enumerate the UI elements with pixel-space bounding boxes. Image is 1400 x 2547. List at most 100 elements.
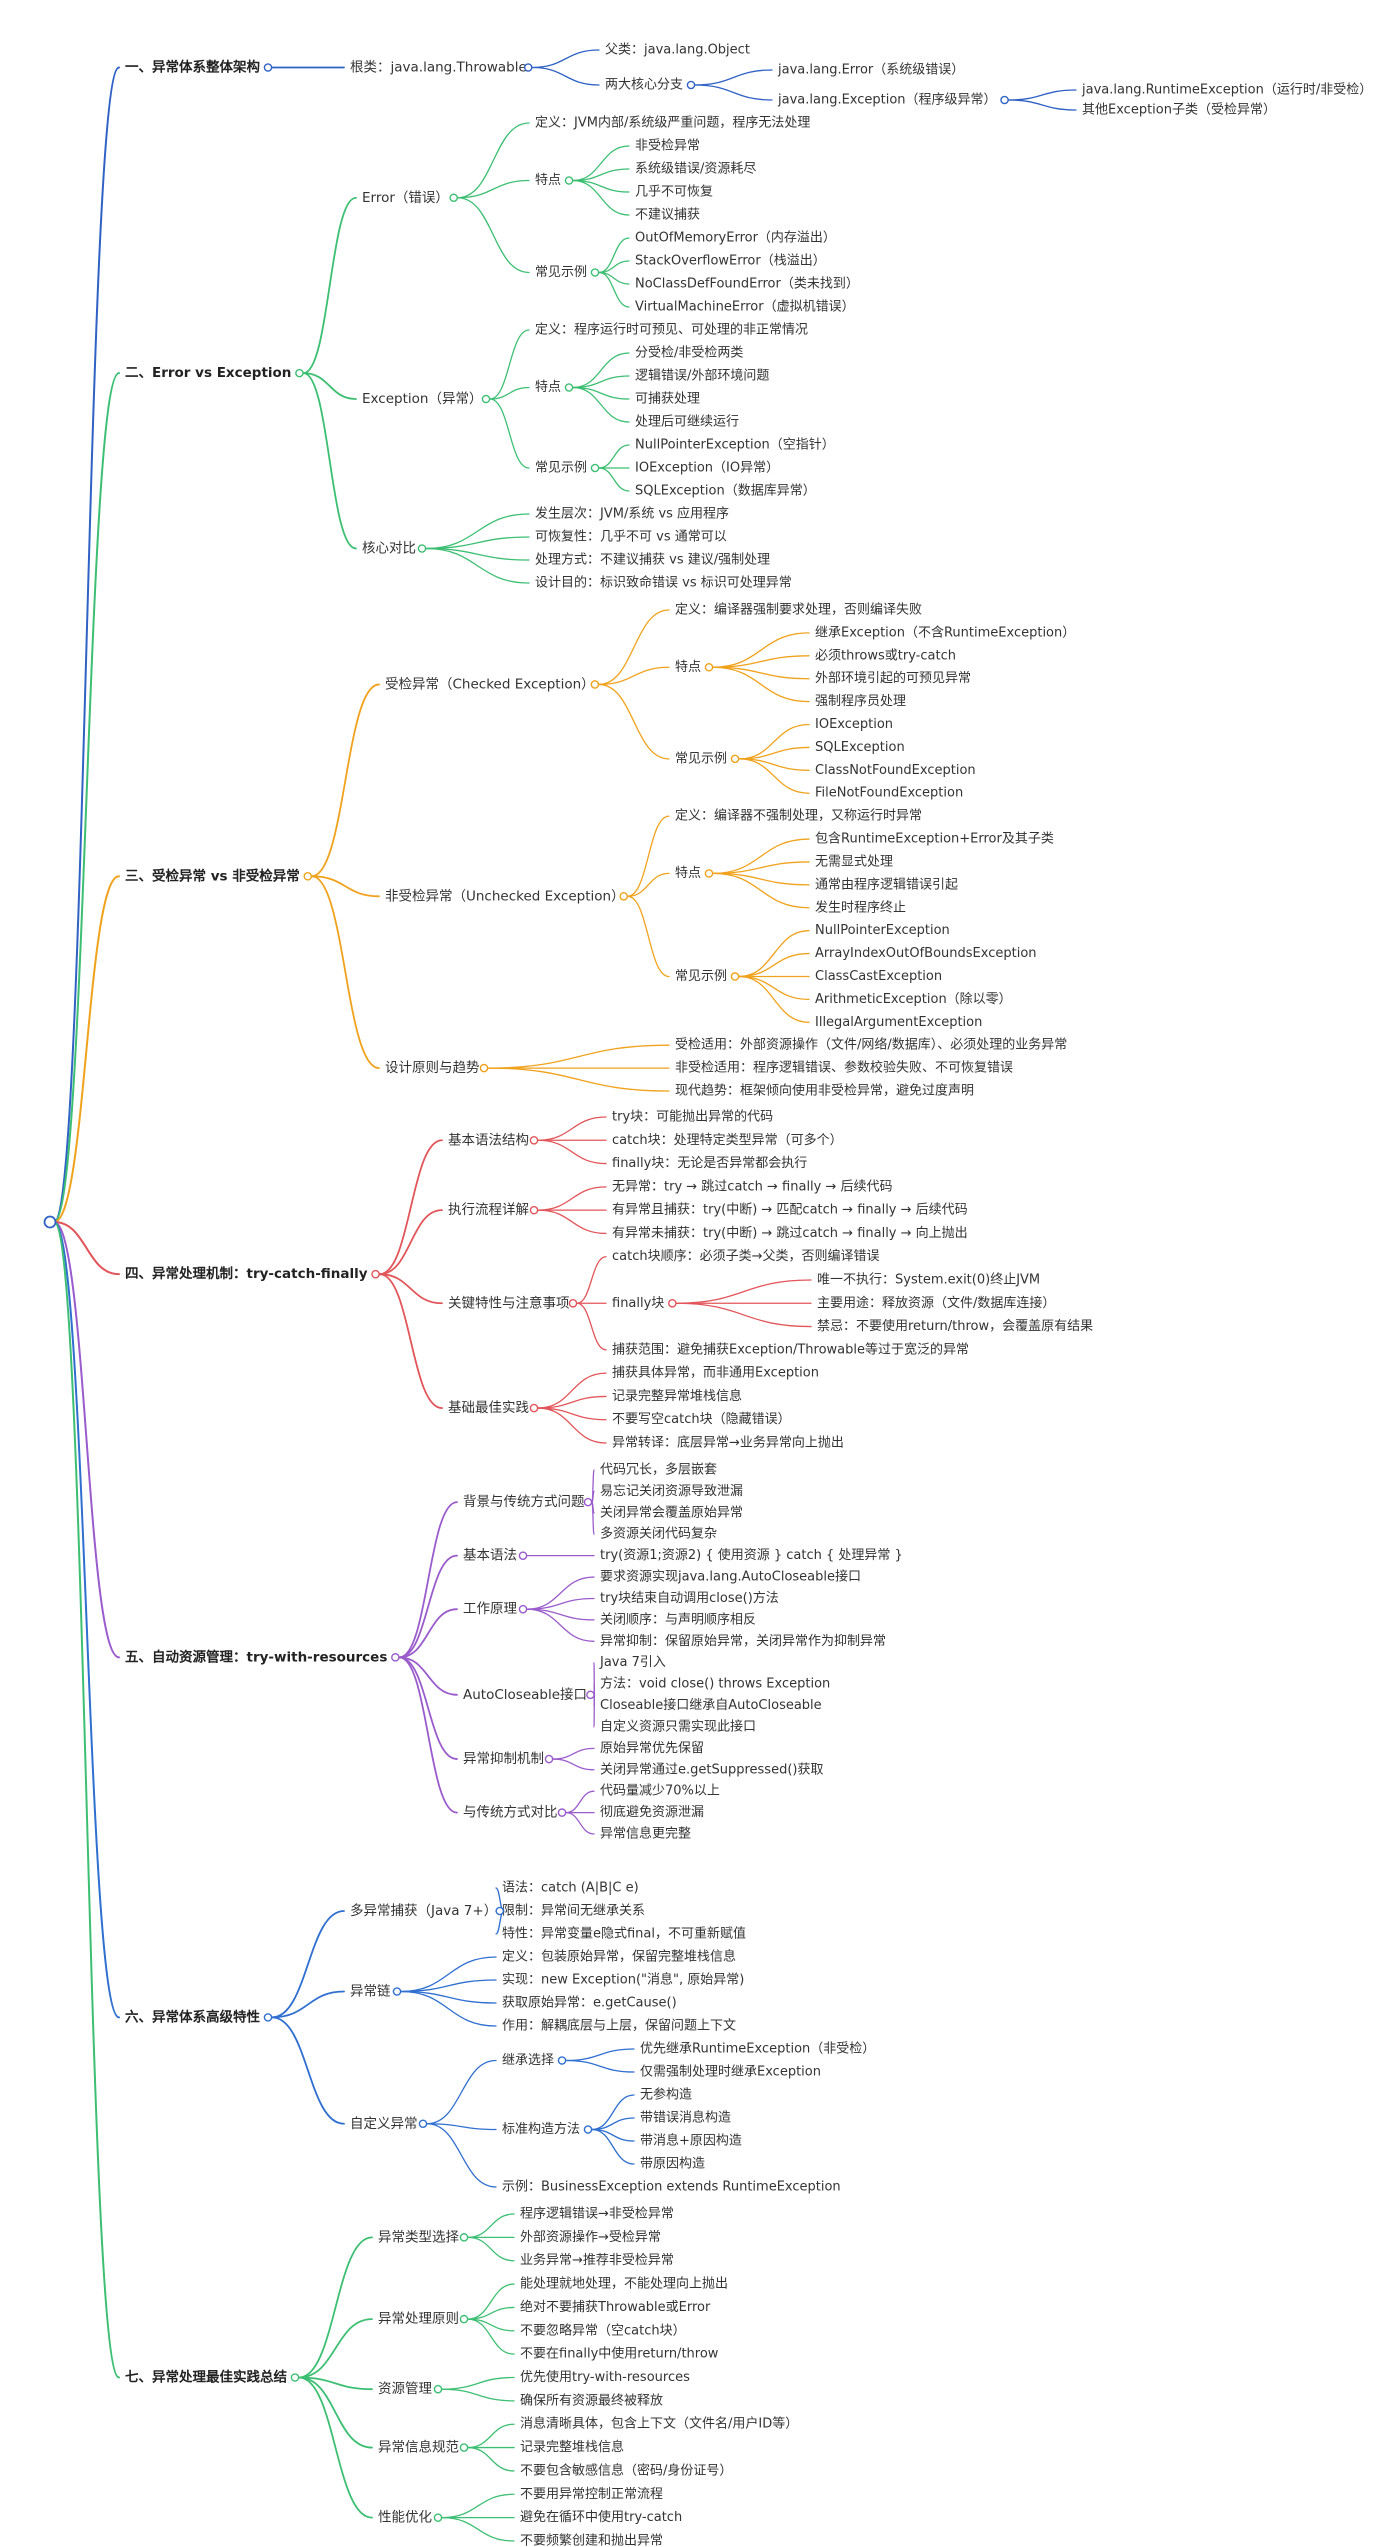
leaf-node[interactable]: 方法：void close() throws Exception xyxy=(600,1676,830,1692)
leaf-node[interactable]: 不建议捕获 xyxy=(635,207,700,223)
leaf-node[interactable]: 代码量减少70%以上 xyxy=(600,1784,720,1799)
topic-node[interactable]: 特点 xyxy=(535,380,561,395)
leaf-node[interactable]: 定义：包装原始异常，保留完整堆栈信息 xyxy=(502,1949,736,1965)
topic-node[interactable]: 异常信息规范 xyxy=(378,2439,459,2456)
leaf-node[interactable]: try块结束自动调用close()方法 xyxy=(600,1590,779,1606)
leaf-node[interactable]: 异常抑制：保留原始异常，关闭异常作为抑制异常 xyxy=(600,1634,886,1649)
leaf-node[interactable]: NullPointerException xyxy=(815,923,950,938)
leaf-node[interactable]: 异常转译：底层异常→业务异常向上抛出 xyxy=(612,1435,844,1451)
leaf-node[interactable]: 优先使用try-with-resources xyxy=(520,2369,690,2385)
leaf-node[interactable]: SQLException（数据库异常） xyxy=(635,483,816,499)
leaf-node[interactable]: IllegalArgumentException xyxy=(815,1015,982,1030)
topic-expand-dot[interactable] xyxy=(529,1403,539,1413)
leaf-node[interactable]: IOException xyxy=(815,717,893,732)
topic-node[interactable]: 特点 xyxy=(535,173,561,188)
topic-expand-dot[interactable] xyxy=(459,2314,469,2324)
leaf-node[interactable]: 受检适用：外部资源操作（文件/网络/数据库）、必须处理的业务异常 xyxy=(675,1037,1067,1053)
leaf-node[interactable]: 分受检/非受检两类 xyxy=(635,346,743,361)
leaf-node[interactable]: 定义：编译器强制要求处理，否则编译失败 xyxy=(675,603,922,618)
branch-title[interactable]: 二、Error vs Exception xyxy=(125,365,291,381)
topic-expand-dot[interactable] xyxy=(523,63,533,72)
topic-expand-dot[interactable] xyxy=(544,1754,554,1764)
branch-expand-dot[interactable] xyxy=(263,2013,273,2022)
topic-node[interactable]: 设计原则与趋势 xyxy=(385,1060,480,1076)
topic-node[interactable]: 特点 xyxy=(675,660,701,675)
topic-expand-dot[interactable] xyxy=(586,1690,595,1700)
topic-node[interactable]: finally块 xyxy=(612,1296,664,1311)
leaf-node[interactable]: VirtualMachineError（虚拟机错误） xyxy=(635,300,855,315)
topic-expand-dot[interactable] xyxy=(418,2119,428,2129)
leaf-node[interactable]: NullPointerException（空指针） xyxy=(635,438,835,453)
leaf-node[interactable]: 无异常：try → 跳过catch → finally → 后续代码 xyxy=(612,1179,893,1194)
branch-title[interactable]: 三、受检异常 vs 非受检异常 xyxy=(125,867,300,884)
leaf-node[interactable]: 不要频繁创建和抛出异常 xyxy=(520,2533,663,2547)
leaf-node[interactable]: 原始异常优先保留 xyxy=(600,1741,704,1756)
topic-expand-dot[interactable] xyxy=(730,754,740,764)
leaf-node[interactable]: 能处理就地处理，不能处理向上抛出 xyxy=(520,2276,728,2292)
leaf-node[interactable]: 外部资源操作→受检异常 xyxy=(520,2229,661,2245)
topic-node[interactable]: 受检异常（Checked Exception） xyxy=(385,676,595,692)
topic-node[interactable]: 异常链 xyxy=(350,1984,391,2000)
root-node-dot[interactable] xyxy=(43,1215,57,1229)
topic-node[interactable]: 异常抑制机制 xyxy=(463,1751,544,1767)
leaf-node[interactable]: StackOverflowError（栈溢出） xyxy=(635,254,826,269)
leaf-node[interactable]: java.lang.RuntimeException（运行时/非受检） xyxy=(1081,83,1372,98)
topic-node[interactable]: 特点 xyxy=(675,866,701,881)
leaf-node[interactable]: catch块顺序：必须子类→父类，否则编译错误 xyxy=(612,1249,880,1264)
topic-node[interactable]: 继承选择 xyxy=(502,2053,554,2068)
leaf-node[interactable]: 代码冗长，多层嵌套 xyxy=(600,1462,717,1478)
topic-expand-dot[interactable] xyxy=(449,193,459,203)
leaf-node[interactable]: 限制：异常间无继承关系 xyxy=(502,1904,645,1919)
topic-expand-dot[interactable] xyxy=(518,1604,528,1614)
leaf-node[interactable]: 其他Exception子类（受检异常） xyxy=(1082,103,1276,118)
leaf-node[interactable]: 父类：java.lang.Object xyxy=(605,43,750,58)
topic-node[interactable]: 关键特性与注意事项 xyxy=(448,1294,570,1311)
topic-expand-dot[interactable] xyxy=(529,1135,539,1145)
topic-node[interactable]: 常见示例 xyxy=(675,751,727,766)
leaf-node[interactable]: IOException（IO异常） xyxy=(635,461,779,476)
topic-expand-dot[interactable] xyxy=(564,383,574,392)
leaf-node[interactable]: 记录完整异常堆栈信息 xyxy=(612,1388,742,1404)
leaf-node[interactable]: OutOfMemoryError（内存溢出） xyxy=(635,230,836,246)
topic-expand-dot[interactable] xyxy=(583,2125,593,2134)
leaf-node[interactable]: 关闭顺序：与声明顺序相反 xyxy=(600,1612,756,1627)
leaf-node[interactable]: finally块：无论是否异常都会执行 xyxy=(612,1156,807,1171)
topic-expand-dot[interactable] xyxy=(704,869,714,878)
leaf-node[interactable]: 继承Exception（不含RuntimeException） xyxy=(815,624,1075,640)
topic-expand-dot[interactable] xyxy=(590,268,600,277)
topic-expand-dot[interactable] xyxy=(568,1298,578,1308)
leaf-node[interactable]: try块：可能抛出异常的代码 xyxy=(612,1109,773,1125)
leaf-node[interactable]: 易忘记关闭资源导致泄漏 xyxy=(600,1483,743,1499)
leaf-node[interactable]: 设计目的：标识致命错误 vs 标识可处理异常 xyxy=(535,575,792,591)
branch-title[interactable]: 七、异常处理最佳实践总结 xyxy=(125,2369,287,2386)
leaf-node[interactable]: 非受检适用：程序逻辑错误、参数校验失败、不可恢复错误 xyxy=(675,1060,1013,1076)
topic-node[interactable]: 自定义异常 xyxy=(350,2116,418,2132)
leaf-node[interactable]: 彻底避免资源泄漏 xyxy=(600,1804,704,1820)
leaf-node[interactable]: Java 7引入 xyxy=(599,1655,666,1670)
leaf-node[interactable]: 捕获具体异常，而非通用Exception xyxy=(612,1365,819,1381)
leaf-node[interactable]: 发生时程序终止 xyxy=(815,899,906,915)
topic-node[interactable]: AutoCloseable接口 xyxy=(463,1686,587,1703)
leaf-node[interactable]: 有异常未捕获：try(中断) → 跳过catch → finally → 向上抛… xyxy=(612,1225,968,1241)
leaf-node[interactable]: 捕获范围：避免捕获Exception/Throwable等过于宽泛的异常 xyxy=(612,1341,969,1357)
leaf-node[interactable]: 定义：程序运行时可预见、可处理的非正常情况 xyxy=(535,322,808,338)
topic-expand-dot[interactable] xyxy=(730,972,740,981)
leaf-node[interactable]: 强制程序员处理 xyxy=(815,694,906,709)
topic-expand-dot[interactable] xyxy=(529,1205,539,1215)
topic-expand-dot[interactable] xyxy=(459,2443,469,2452)
leaf-node[interactable]: 非受检异常 xyxy=(635,139,700,154)
leaf-node[interactable]: 异常信息更完整 xyxy=(600,1826,691,1842)
branch-expand-dot[interactable] xyxy=(295,368,304,378)
leaf-node[interactable]: 要求资源实现java.lang.AutoCloseable接口 xyxy=(600,1569,861,1585)
topic-node[interactable]: 常见示例 xyxy=(535,265,587,280)
topic-node[interactable]: 基础最佳实践 xyxy=(448,1399,529,1416)
leaf-node[interactable]: 自定义资源只需实现此接口 xyxy=(600,1718,756,1734)
topic-expand-dot[interactable] xyxy=(1000,95,1009,105)
leaf-node[interactable]: 仅需强制处理时继承Exception xyxy=(640,2065,821,2080)
topic-node[interactable]: 基本语法结构 xyxy=(448,1131,529,1148)
leaf-node[interactable]: NoClassDefFoundError（类未找到） xyxy=(635,277,859,292)
topic-node[interactable]: Error（错误） xyxy=(362,190,449,206)
leaf-node[interactable]: 必须throws或try-catch xyxy=(815,648,956,663)
leaf-node[interactable]: 业务异常→推荐非受检异常 xyxy=(520,2252,674,2268)
topic-node[interactable]: 资源管理 xyxy=(378,2381,432,2397)
